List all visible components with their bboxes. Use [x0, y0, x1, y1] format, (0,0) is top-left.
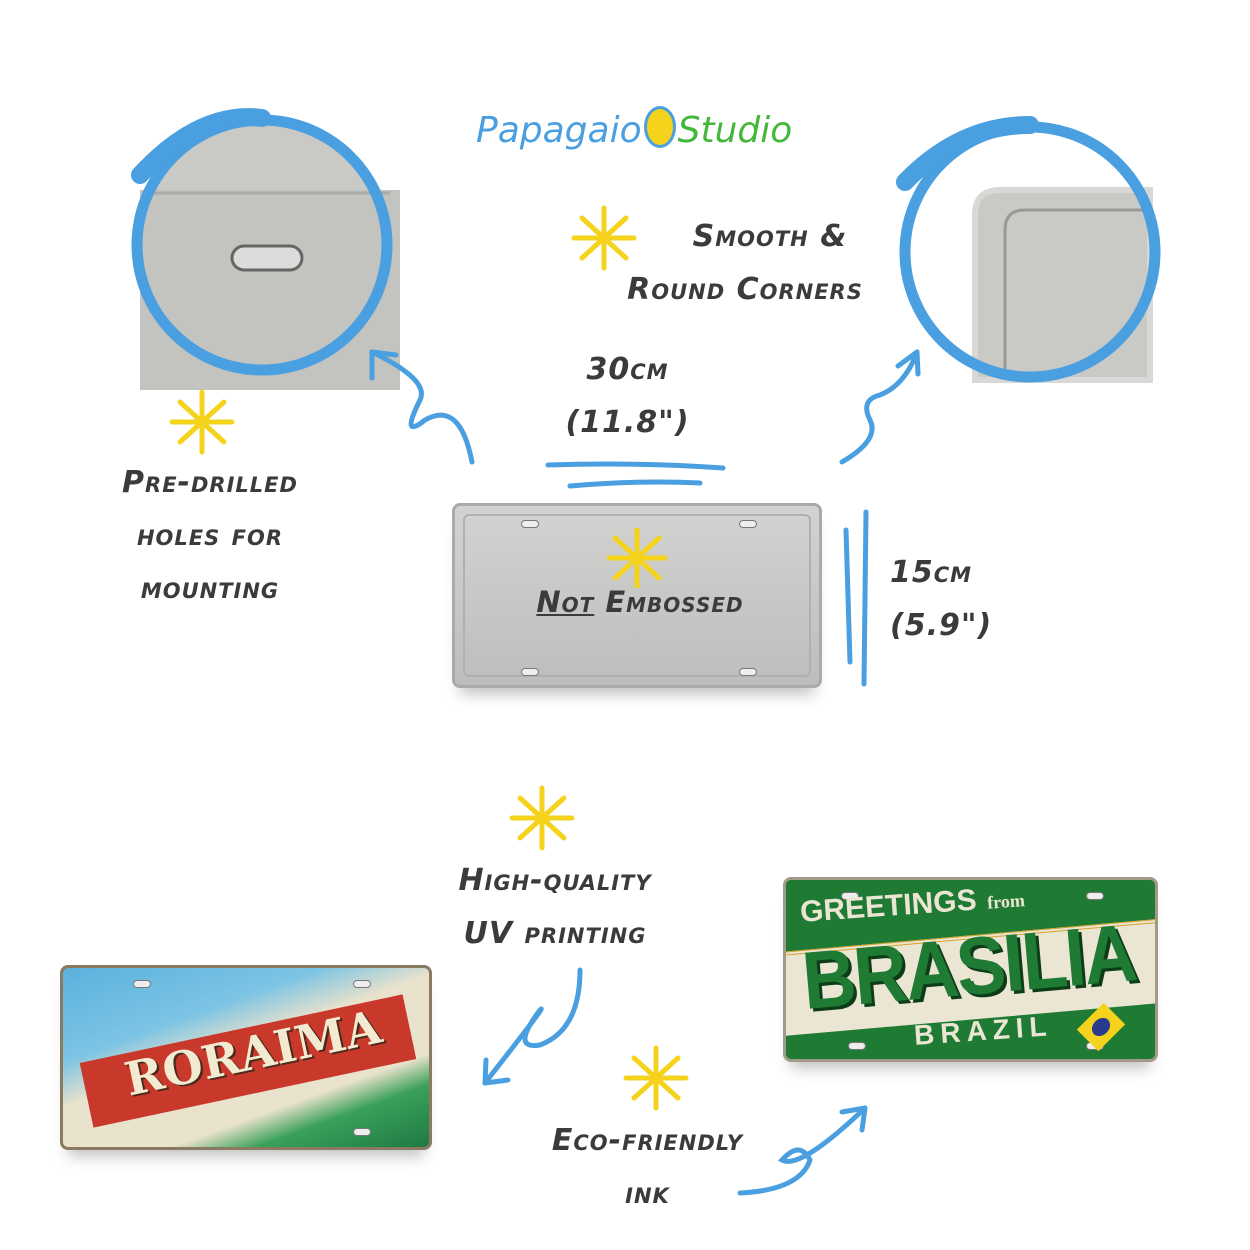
holes-line-1: Pre-drilled: [122, 465, 298, 500]
brand-logo: Papagaio Studio: [476, 106, 792, 151]
width-cm: 30cm: [586, 352, 669, 387]
roraima-plate: RORAIMA: [60, 965, 432, 1150]
arrows: [369, 349, 921, 1196]
ink-line-1: Eco-friendly: [551, 1123, 744, 1158]
brazil-flag-icon: [1076, 1002, 1126, 1052]
from-text: from: [986, 890, 1026, 913]
logo-text-studio: Studio: [677, 110, 793, 151]
holes-line-2: holes for: [136, 518, 284, 553]
printing-line-2: UV printing: [463, 916, 647, 951]
blank-plate: Not Embossed: [452, 503, 822, 688]
printing-label: High-quality UV printing: [415, 854, 695, 960]
star-icon: [626, 1048, 686, 1108]
embossed-text: Embossed: [605, 585, 744, 619]
brasilia-plate: GREETINGS from BRASILIA BRAZIL: [783, 877, 1158, 1062]
height-line-2: [861, 509, 869, 687]
parrot-icon: [643, 106, 676, 148]
ink-label: Eco-friendly ink: [515, 1114, 780, 1220]
corners-line-2: Round Corners: [627, 272, 863, 307]
logo-text-papagaio: Papagaio: [476, 110, 642, 151]
star-icon: [172, 392, 232, 452]
star-icon: [512, 788, 572, 848]
not-embossed-label: Not Embossed: [455, 576, 819, 629]
arrow-to-holes: [369, 349, 475, 465]
corners-line-1: Smooth &: [692, 219, 848, 254]
corner-detail-circle: [896, 116, 1161, 383]
printing-line-1: High-quality: [458, 863, 652, 898]
width-label: 30cm (11.8"): [560, 343, 695, 449]
arrow-to-roraima: [482, 967, 583, 1086]
holes-line-3: mounting: [140, 571, 280, 606]
width-line-2: [567, 479, 703, 489]
holes-label: Pre-drilled holes for mounting: [90, 456, 330, 615]
hole-detail-circle: [131, 108, 400, 390]
ink-line-2: ink: [625, 1176, 670, 1211]
height-cm: 15cm: [890, 555, 973, 590]
width-line: [545, 461, 726, 471]
height-in: (5.9"): [890, 608, 993, 643]
arrow-to-brasilia: [737, 1105, 868, 1196]
arrow-to-corners: [839, 349, 920, 465]
height-line: [843, 527, 853, 665]
not-text: Not: [536, 585, 595, 619]
height-label: 15cm (5.9"): [890, 546, 1010, 652]
width-in: (11.8"): [565, 405, 690, 440]
corners-label: Smooth & Round Corners: [600, 210, 890, 316]
